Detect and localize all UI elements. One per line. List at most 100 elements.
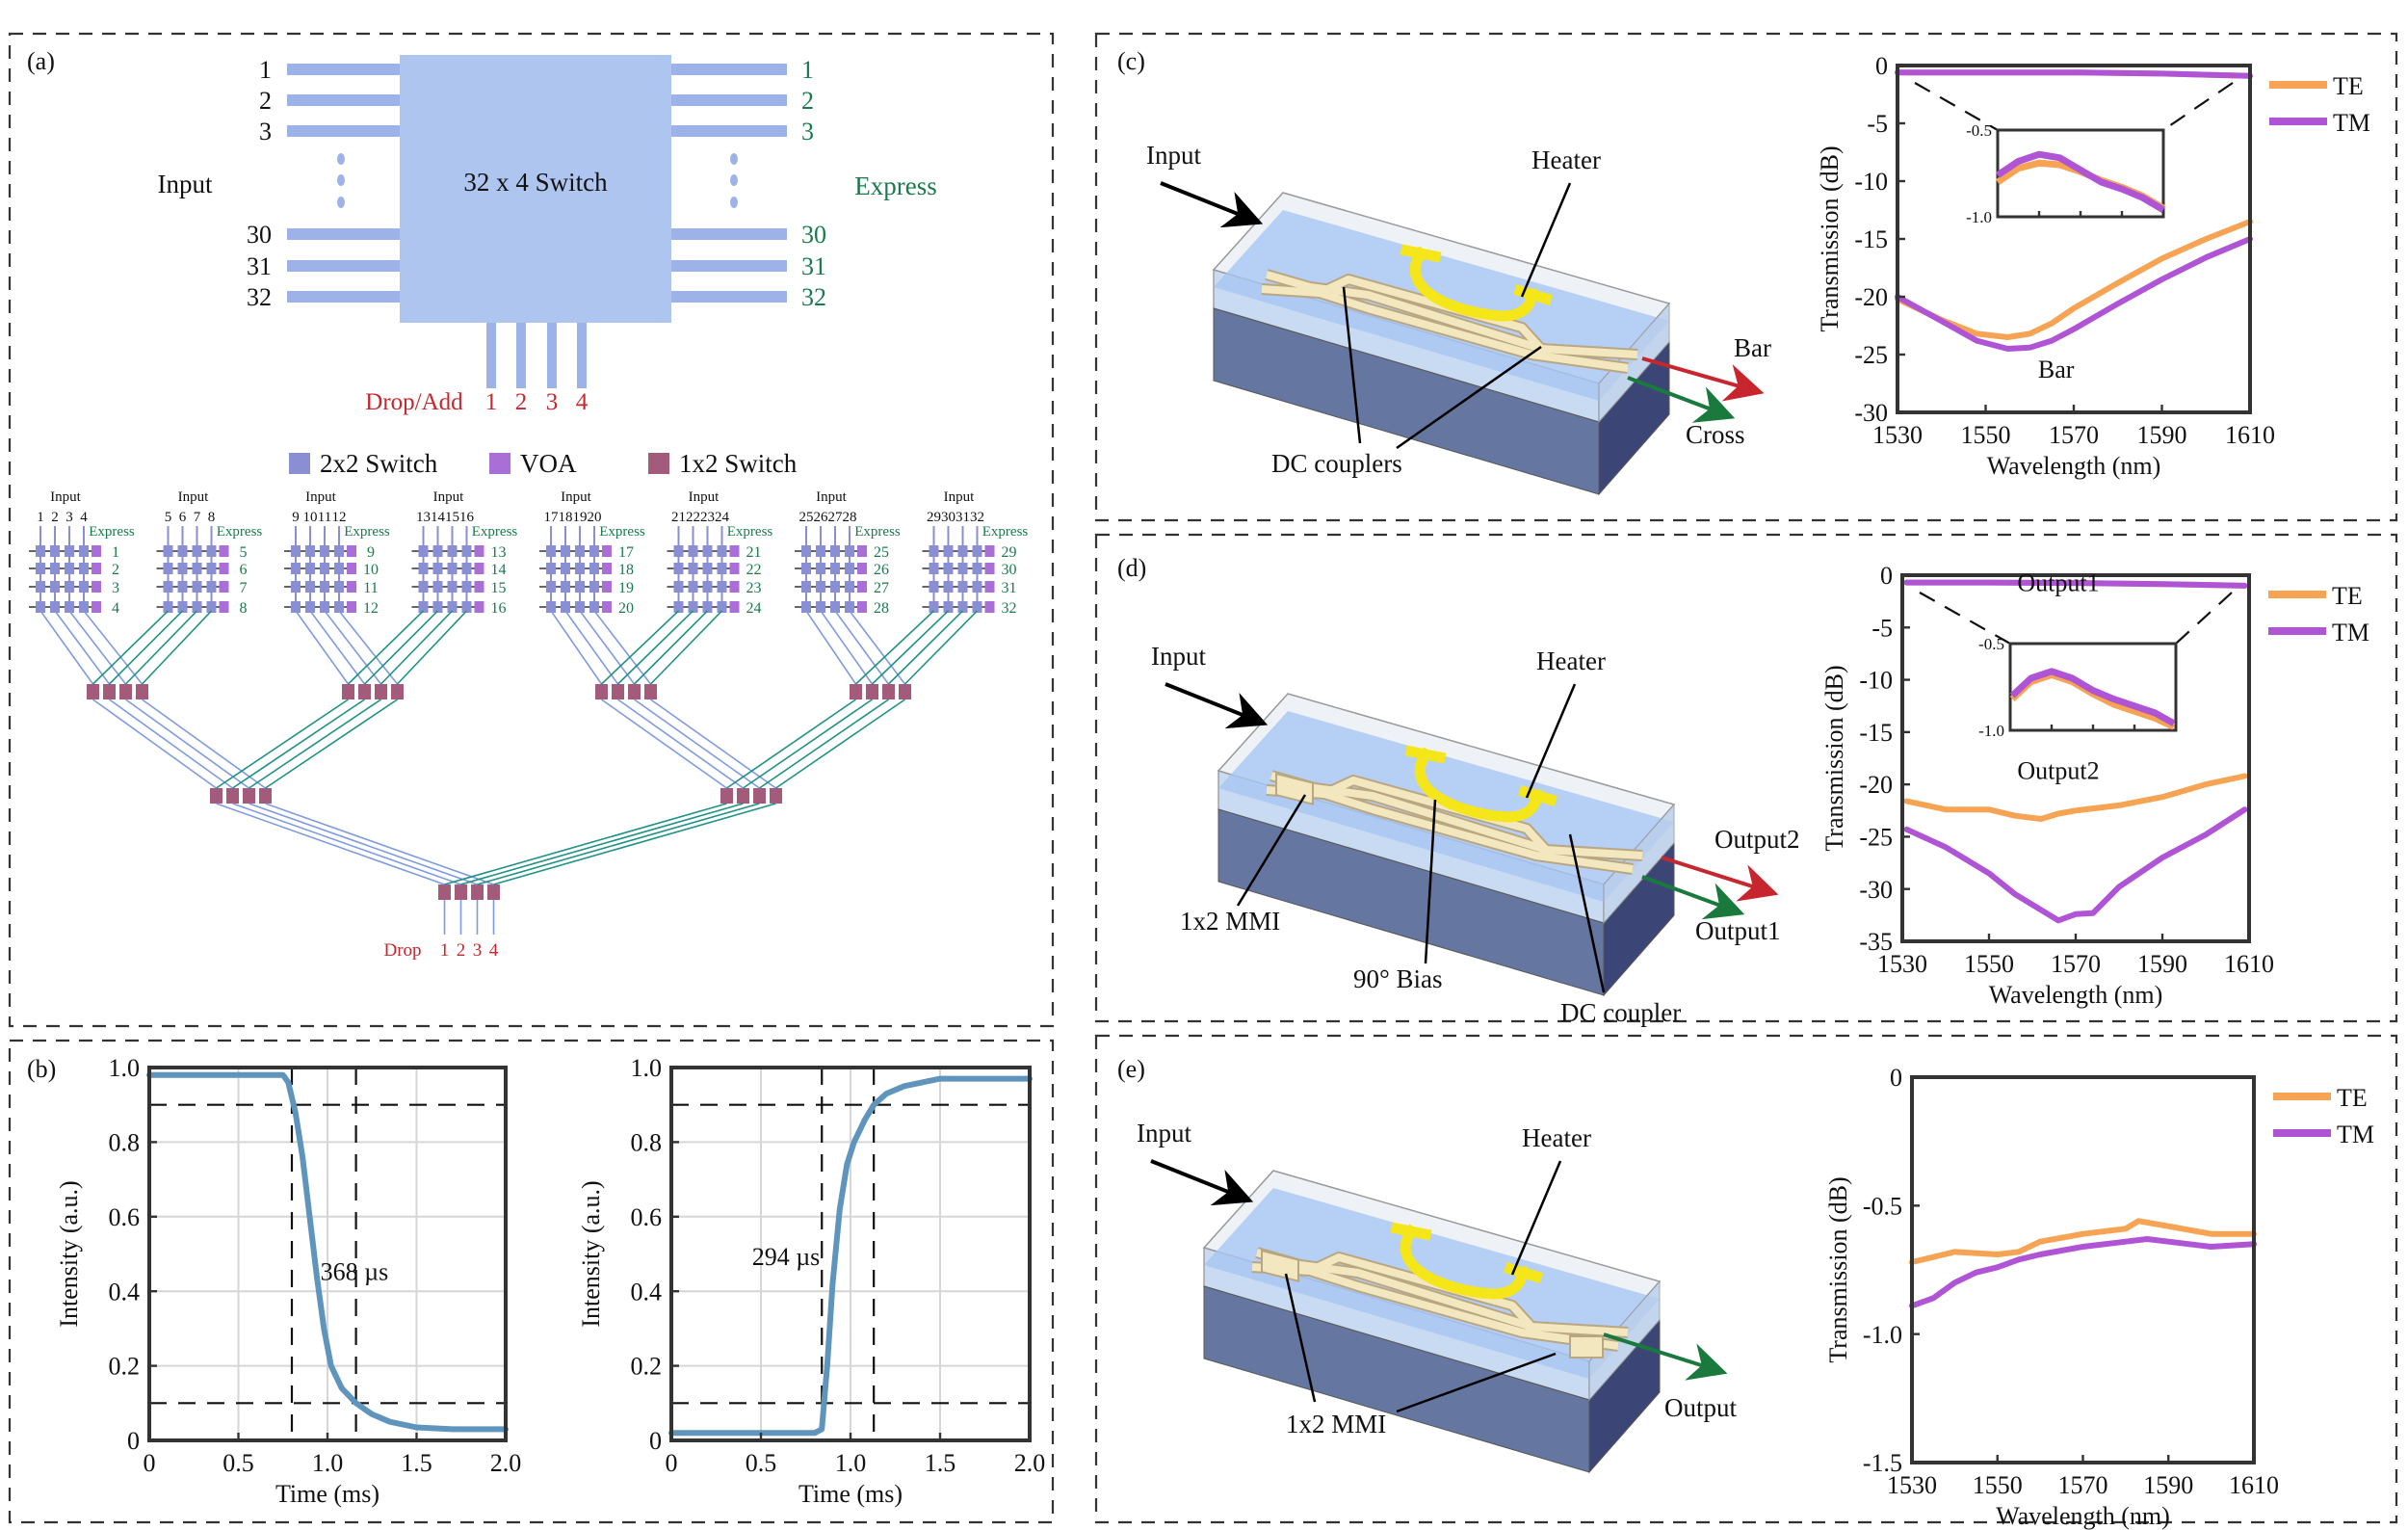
y-tick-label: 0 [1880, 562, 1893, 590]
route-line [550, 610, 603, 685]
group-express-port: 21 [746, 544, 762, 561]
group-input-port: 10 [303, 510, 318, 525]
label-dc-coupler: DC coupler [1560, 998, 1681, 1027]
switch-2x2 [163, 563, 173, 574]
group-input-label: Input [561, 489, 591, 505]
switch-2x2 [943, 545, 954, 557]
switch-2x2 [432, 563, 443, 574]
switch-2x2 [929, 601, 939, 613]
switch-2x2 [717, 601, 727, 613]
group-express-port: 3 [112, 580, 119, 596]
switch-1x2-stage3 [471, 884, 484, 900]
switch-1x2-stage3 [455, 884, 467, 900]
y-tick-label: -25 [1859, 824, 1893, 852]
y-tick-label: -1.5 [1863, 1449, 1902, 1477]
switch-2x2 [206, 581, 217, 593]
legend-swatch-sw1x2 [648, 453, 669, 474]
voa [857, 545, 867, 557]
series-line-te [1895, 219, 2253, 340]
label-output: Output [1664, 1393, 1738, 1422]
switch-2x2 [943, 601, 954, 613]
switch-2x2 [845, 601, 854, 613]
heater-leader-line [1510, 1160, 1562, 1276]
label-bar: Bar [1734, 333, 1771, 362]
label-input: Input [1151, 642, 1206, 671]
switch-2x2 [801, 545, 811, 557]
x-tick-label: 1550 [1961, 421, 2011, 449]
switch-1x2-stage1 [612, 684, 624, 699]
mmi-block-output [1569, 1335, 1604, 1359]
route-line [633, 610, 709, 685]
y-axis-label: Intensity (a.u.) [55, 1180, 83, 1327]
group-express-port: 8 [240, 600, 248, 617]
route-line [743, 699, 873, 789]
y-tick-label: -35 [1859, 928, 1893, 956]
voa [347, 563, 356, 574]
group-input-port: 14 [431, 510, 446, 525]
route-line [338, 610, 399, 685]
switch-1x2-stage2 [243, 788, 255, 804]
y-tick-label: -1.0 [1863, 1321, 1902, 1349]
express-port-number: 31 [801, 252, 826, 280]
input-port-number: 3 [259, 118, 272, 145]
heater-leader-line [1525, 683, 1577, 799]
switch-2x2 [673, 545, 684, 557]
label-input: Input [1137, 1119, 1191, 1148]
group-express-port: 19 [618, 580, 634, 596]
switch-block [400, 55, 671, 323]
express-waveguide [671, 94, 787, 106]
legend-label-tm: TM [2332, 619, 2369, 646]
y-tick-label: -25 [1854, 341, 1888, 369]
x-tick-label: 1570 [2058, 1471, 2108, 1499]
group-express-label: Express [727, 524, 773, 540]
switch-1x2-stage1 [136, 684, 148, 699]
switch-2x2 [673, 601, 684, 613]
drop-add-waveguide [547, 323, 557, 388]
input-waveguide [287, 291, 400, 303]
switch-2x2 [418, 581, 429, 593]
group-input-port: 17 [544, 510, 560, 525]
x-tick-label: 1590 [2137, 421, 2187, 449]
switch-2x2 [673, 581, 684, 593]
x-tick-label: 2.0 [490, 1449, 522, 1477]
route-line [871, 610, 950, 685]
switch-2x2 [291, 601, 301, 613]
group-express-label: Express [982, 524, 1029, 540]
y-axis-label: Transmission (dB) [1816, 145, 1844, 331]
group-input-port: 1 [37, 510, 44, 525]
y-tick-label: 0 [1875, 52, 1888, 80]
switch-2x2 [50, 581, 60, 593]
switch-2x2 [334, 601, 344, 613]
group-input-port: 7 [194, 510, 201, 525]
switch-2x2 [845, 545, 854, 557]
group-input-label: Input [433, 489, 464, 505]
group-input-port: 28 [843, 510, 857, 525]
switch-1x2-stage1 [103, 684, 116, 699]
y-tick-label: 0.6 [109, 1203, 141, 1231]
series-line-te [1909, 1218, 2257, 1265]
switch-1x2-stage2 [753, 788, 766, 804]
group-input-port: 31 [955, 510, 970, 525]
switch-2x2 [589, 601, 599, 613]
group-input-port: 2 [51, 510, 59, 525]
route-line [249, 699, 381, 789]
switch-2x2 [36, 563, 45, 574]
express-port-number: 32 [801, 283, 826, 311]
route-line [83, 610, 144, 685]
voa [602, 563, 612, 574]
voa [92, 581, 101, 593]
voa [219, 545, 229, 557]
group-input-port: 11 [318, 510, 331, 525]
ellipsis-dot [730, 174, 738, 186]
mmi-leader-line [1284, 1273, 1317, 1403]
route-line [805, 610, 857, 685]
y-tick-label: -15 [1854, 225, 1888, 253]
switch-2x2 [65, 601, 74, 613]
legend-label: 1x2 Switch [679, 449, 798, 478]
switch-2x2 [816, 601, 825, 613]
switch-2x2 [320, 581, 329, 593]
switch-2x2 [334, 581, 344, 593]
express-label: Express [854, 171, 936, 200]
